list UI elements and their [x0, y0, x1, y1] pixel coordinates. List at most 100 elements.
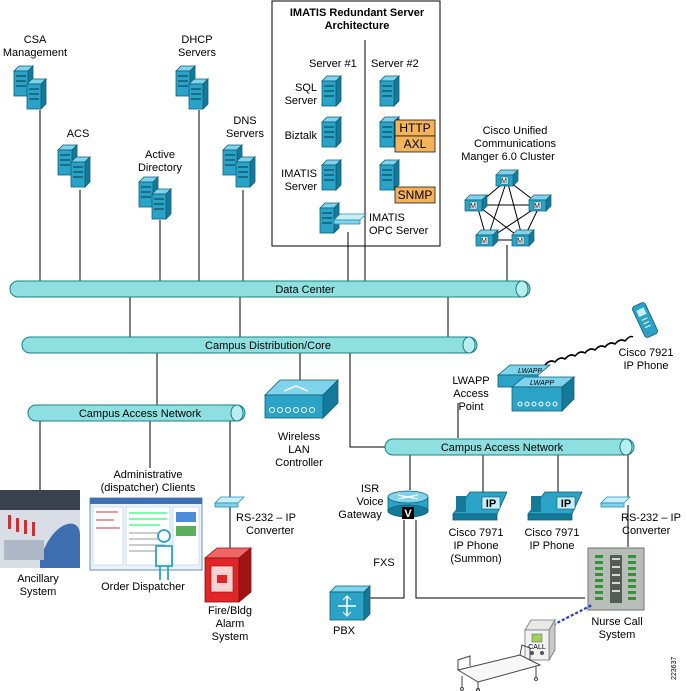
imatis-server-label-2: Server [285, 181, 318, 193]
acs-label: ACS [67, 128, 90, 140]
nurse-call-station-icon [524, 618, 556, 662]
rs232-left-label-2: Converter [246, 525, 295, 537]
svg-text:Data Center: Data Center [275, 284, 335, 296]
ad-server-icon-2 [151, 188, 172, 220]
svg-text:M: M [470, 203, 476, 210]
svg-text:AXL: AXL [404, 137, 427, 151]
csa-label-2: Management [3, 47, 67, 59]
svg-text:IP: IP [561, 498, 571, 510]
nurse-call-label-1: Nurse Call [591, 616, 642, 628]
active-directory-label-2: Directory [138, 162, 183, 174]
svg-text:Campus Distribution/Core: Campus Distribution/Core [205, 340, 331, 352]
dispatcher-screen-image [89, 497, 203, 571]
campus-access-bus-right: Campus Access Network [384, 438, 635, 456]
sql-server1-icon [321, 75, 342, 107]
cucm-label-3: Manger 6.0 Cluster [461, 151, 555, 163]
biztalk-server1-icon [321, 116, 342, 148]
dns-server-icon-2 [235, 156, 256, 188]
fire-alarm-label-3: System [212, 631, 249, 643]
data-center-bus: Data Center [9, 280, 531, 298]
isr-label-3: Gateway [338, 509, 382, 521]
imatis-title-line1: IMATIS Redundant Server [290, 7, 425, 19]
imatis-server1-icon [321, 159, 342, 191]
svg-text:SNMP: SNMP [398, 188, 433, 202]
imatis-server2-icon [379, 159, 400, 191]
ancillary-system-photo [0, 490, 80, 568]
svg-text:V: V [404, 508, 412, 520]
dhcp-label-2: Servers [178, 47, 216, 59]
cucm-node-icon [528, 194, 552, 212]
svg-text:Campus Access Network: Campus Access Network [79, 408, 202, 420]
lwapp-label-2: Access [453, 388, 489, 400]
rs232-right-label-1: RS-232 – IP [621, 512, 681, 524]
cisco-7971-summon-phone-icon [452, 491, 508, 521]
dispatcher-person-icon [155, 529, 173, 580]
lwapp-access-point-icon [496, 364, 576, 412]
cisco-7921-label-2: IP Phone [623, 360, 668, 372]
ancillary-label-2: System [20, 586, 57, 598]
sql-server2-icon [379, 75, 400, 107]
dhcp-server-icon-2 [188, 78, 209, 110]
sql-server-label-1: SQL [295, 82, 317, 94]
isr-label-1: ISR [361, 483, 379, 495]
admin-clients-label-1: Administrative [113, 469, 182, 481]
fire-alarm-icon [203, 547, 253, 603]
dhcp-label-1: DHCP [181, 34, 212, 46]
lwapp-label-1: LWAPP [452, 375, 489, 387]
cisco-7921-phone-icon [632, 302, 658, 338]
axl-tag [394, 135, 436, 153]
sql-server-label-2: Server [285, 95, 318, 107]
dns-label-2: Servers [226, 128, 264, 140]
hospital-bed-icon [456, 644, 542, 691]
nurse-call-wireless-link [552, 604, 593, 626]
cucm-node-icon [495, 169, 519, 187]
isr-label-2: Voice [357, 496, 384, 508]
cisco-7971-label-2: IP Phone [529, 540, 574, 552]
campus-distribution-bus: Campus Distribution/Core [21, 336, 478, 354]
cisco-7971-label-1: Cisco 7971 [524, 527, 579, 539]
svg-text:M: M [481, 238, 487, 245]
ancillary-label-1: Ancillary [17, 573, 59, 585]
nurse-call-panel-icon [587, 547, 645, 611]
imatis-opc-label-1: IMATIS [369, 212, 405, 224]
svg-text:M: M [501, 178, 507, 185]
dns-label-1: DNS [233, 115, 256, 127]
pbx-icon [329, 585, 371, 621]
imatis-architecture-frame [271, 0, 441, 247]
cisco-7921-label-1: Cisco 7921 [618, 347, 673, 359]
biztalk-label: Biztalk [285, 130, 318, 142]
csa-label-1: CSA [24, 34, 47, 46]
cisco-7971-phone-icon [527, 491, 583, 521]
svg-text:LWAPP: LWAPP [518, 368, 542, 375]
svg-text:Campus Access Network: Campus Access Network [441, 442, 564, 454]
wlc-label-2: LAN [288, 444, 309, 456]
campus-access-bus-left: Campus Access Network [27, 404, 246, 422]
acs-server-icon-2 [70, 156, 91, 188]
cucm-node-icon [511, 229, 535, 247]
cucm-node-icon [464, 194, 488, 212]
pbx-label: PBX [333, 625, 356, 637]
svg-text:CALL: CALL [528, 644, 546, 651]
cisco-7971-summon-label-3: (Summon) [450, 553, 501, 565]
cucm-label-1: Cisco Unified [483, 125, 548, 137]
svg-text:M: M [517, 238, 523, 245]
csa-server-icon-2 [26, 78, 47, 110]
svg-text:LWAPP: LWAPP [530, 380, 554, 387]
rs232-converter-left-icon [214, 496, 245, 508]
rs232-left-label-1: RS-232 – IP [236, 512, 296, 524]
order-dispatcher-label: Order Dispatcher [101, 581, 185, 593]
opc-converter-icon [333, 213, 367, 225]
wlc-label-1: Wireless [278, 431, 321, 443]
fire-alarm-label-2: Alarm [216, 618, 245, 630]
server2-label: Server #2 [371, 58, 419, 70]
rs232-converter-right-icon [600, 496, 631, 508]
figure-id: 223637 [671, 657, 678, 680]
snmp-tag [394, 186, 436, 204]
isr-voice-gateway-icon [387, 490, 429, 519]
fire-alarm-label-1: Fire/Bldg [208, 605, 252, 617]
cucm-node-icon [475, 229, 499, 247]
admin-clients-label-2: (dispatcher) Clients [101, 482, 196, 494]
nurse-call-label-2: System [599, 629, 636, 641]
wireless-link [544, 335, 634, 366]
